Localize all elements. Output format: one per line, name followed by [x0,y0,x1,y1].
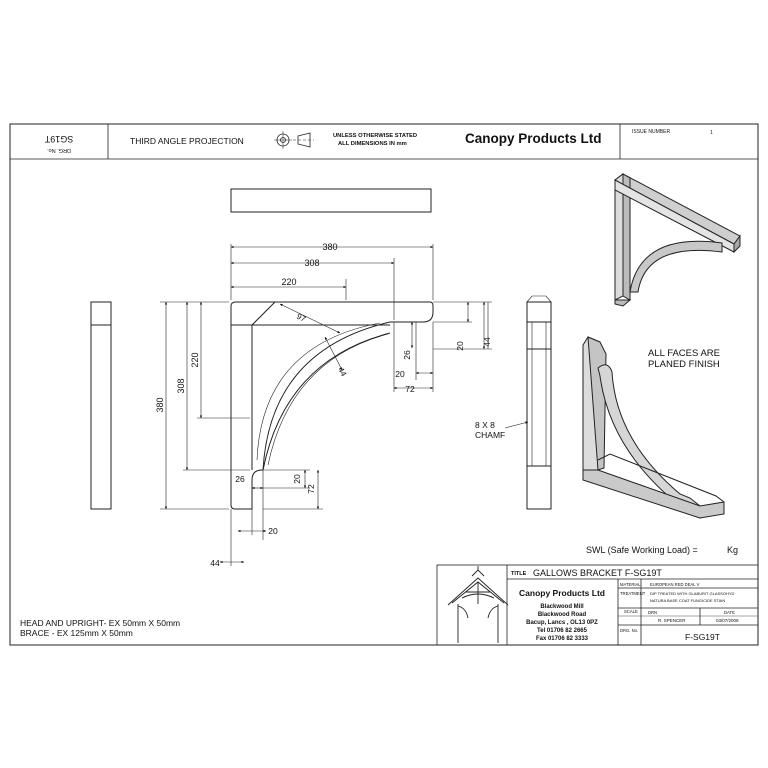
left-side-view [90,301,112,510]
chamfer-note-line1: 8 X 8 [475,420,495,430]
dim-20-right: 20 [455,341,465,351]
dim-26-lower: 26 [235,474,245,484]
treatment-line2: NATURA BASE COAT FUNGICIDE STAIN [650,598,725,603]
header-drg-no: DRG. No. SG19T [44,134,73,153]
treatment-label: TREATMENT [620,591,646,596]
dim-308-top: 308 [304,258,319,268]
dim-72-right: 72 [405,384,415,394]
material-label: MATERIAL [620,582,641,587]
title-block-company: Canopy Products Ltd [519,588,605,598]
units-note-line2: ALL DIMENSIONS IN mm [338,141,407,147]
drn-value: R. SPENCER [658,618,686,623]
dim-220-top: 220 [281,277,296,287]
dim-44-bottom: 44 [210,558,220,568]
isometric-view-upper [614,173,741,307]
swl-label: SWL (Safe Working Load) = [586,545,698,555]
top-view-head [230,188,432,213]
dim-380-top: 380 [322,242,337,252]
title-label: TITLE [511,571,527,577]
dim-44-brace: 44 [336,366,348,379]
dimension-labels: 380 308 220 97 44 20 44 26 20 72 380 308… [155,242,492,568]
swl-unit: Kg [727,545,738,555]
canopy-logo-icon [447,566,509,643]
projection-label: THIRD ANGLE PROJECTION [130,136,244,146]
dim-44-right: 44 [482,337,492,347]
address-line-5: Fax 01706 82 3333 [536,636,589,642]
title-value: GALLOWS BRACKET F-SG19T [533,568,662,578]
header-drg-no-label: DRG. No. [47,147,71,153]
address-line-1: Blackwood Mill [540,604,584,610]
address-line-2: Blackwood Road [538,612,587,618]
finish-note-line1: ALL FACES ARE [648,348,720,359]
right-side-view [526,295,552,510]
sheet-border [9,123,759,646]
header-row: DRG. No. SG19T THIRD ANGLE PROJECTION UN… [10,124,758,160]
dim-72-lower: 72 [306,484,316,494]
materials-note-line2: BRACE - EX 125mm X 50mm [20,628,133,638]
dimension-lines [160,244,492,566]
dim-97: 97 [295,312,308,324]
units-note-line1: UNLESS OTHERWISE STATED [333,133,417,139]
address-line-4: Tel 01706 82 2665 [537,628,588,634]
third-angle-projection-icon [274,131,314,149]
date-label: DATE [724,610,735,615]
drn-label: DRN [648,610,657,615]
dim-308-left: 308 [176,378,186,393]
dim-20-bottom: 20 [268,526,278,536]
header-drg-no-value: SG19T [44,134,73,144]
treatment-line1: DIP TREATED WITH GLABURIT GLASSOHYD [650,591,734,596]
finish-note: ALL FACES ARE PLANED FINISH [648,348,720,370]
issue-number-label: ISSUE NUMBER [632,129,670,135]
date-value: 03/07/2008 [716,618,739,623]
finish-note-line2: PLANED FINISH [648,359,720,370]
dim-220-left: 220 [190,352,200,367]
dim-20-bottom-right: 20 [395,369,405,379]
drg-no-value: F-SG19T [685,632,720,642]
drg-no-label: DRG. No. [620,628,638,633]
dim-26-right: 26 [402,350,412,360]
materials-note-line1: HEAD AND UPRIGHT- EX 50mm X 50mm [20,618,180,628]
chamfer-note-line2: CHAMF [475,430,505,440]
issue-number-value: 1 [710,130,713,136]
front-elevation [230,301,434,510]
chamfer-note: 8 X 8 CHAMF [475,420,529,440]
dim-380-left: 380 [155,397,165,412]
isometric-view-lower [582,336,725,519]
material-value: EUROPEAN RED DEAL V [650,582,700,587]
dim-20-lower: 20 [292,474,302,484]
scale-label: SCALE [624,609,638,614]
header-company-name: Canopy Products Ltd [465,131,602,146]
address-line-3: Bacup, Lancs , OL13 0PZ [526,620,598,626]
title-block [436,564,759,646]
